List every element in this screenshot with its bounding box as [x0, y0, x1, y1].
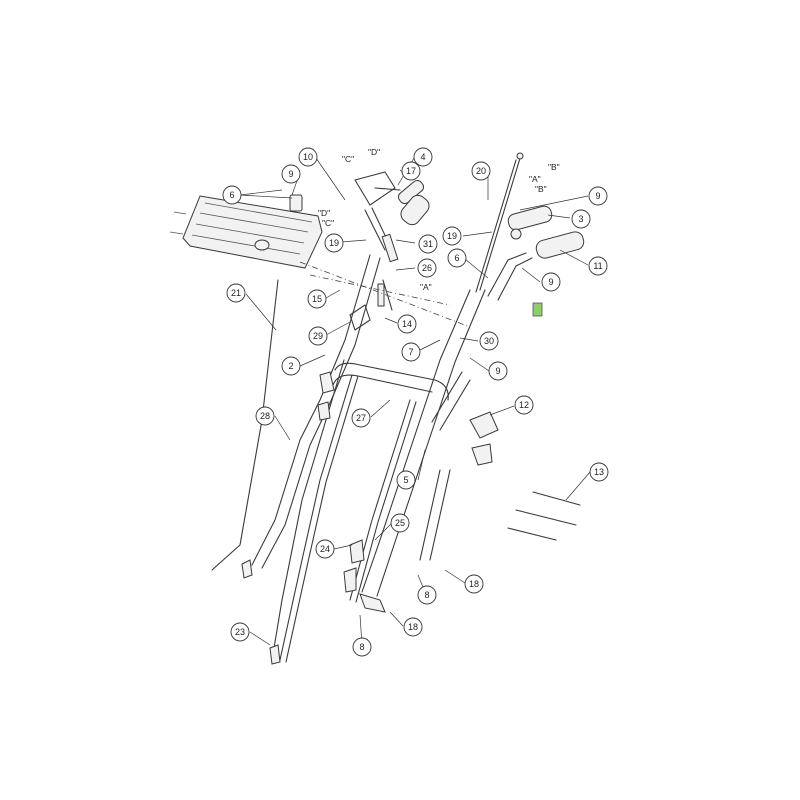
callout-18: 18 — [403, 617, 423, 637]
callout-21: 21 — [226, 283, 246, 303]
callout-label: 6 — [454, 253, 459, 263]
callout-label: 15 — [312, 294, 322, 304]
callout-label: 24 — [320, 544, 330, 554]
callout-label: 23 — [235, 627, 245, 637]
callout-2: 2 — [281, 356, 301, 376]
callout-label: 26 — [422, 263, 432, 273]
callout-label: 10 — [303, 152, 313, 162]
callout-26: 26 — [417, 258, 437, 278]
callout-label: 19 — [329, 238, 339, 248]
callouts: 10 4 17 9 6 20 9 3 19 19 31 6 11 9 26 21… — [222, 147, 609, 657]
callout-9: 9 — [588, 186, 608, 206]
callout-label: 28 — [260, 411, 270, 421]
callout-29: 29 — [308, 326, 328, 346]
callout-label: 7 — [408, 347, 413, 357]
callout-11: 11 — [588, 256, 608, 276]
callout-18: 18 — [464, 574, 484, 594]
callout-10: 10 — [298, 147, 318, 167]
ref-a-mid: "A" — [420, 282, 432, 292]
callout-label: 6 — [229, 190, 234, 200]
callout-6: 6 — [447, 248, 467, 268]
callout-30: 30 — [479, 331, 499, 351]
brackets — [241, 371, 499, 665]
callout-15: 15 — [307, 289, 327, 309]
callout-label: 17 — [406, 166, 416, 176]
callout-20: 20 — [471, 161, 491, 181]
callout-label: 4 — [420, 152, 425, 162]
callout-4: 4 — [413, 147, 433, 167]
callout-19: 19 — [324, 233, 344, 253]
callout-9: 9 — [541, 272, 561, 292]
callout-label: 19 — [447, 231, 457, 241]
callout-label: 20 — [476, 166, 486, 176]
callout-label: 14 — [402, 319, 412, 329]
callout-label: 8 — [359, 642, 364, 652]
callout-9: 9 — [281, 164, 301, 184]
ref-d-mid: "D" — [318, 208, 330, 218]
callout-28: 28 — [255, 406, 275, 426]
right-grip-assembly — [475, 152, 585, 317]
ref-d-top: "D" — [368, 147, 380, 157]
callout-label: 29 — [313, 331, 323, 341]
callout-label: 31 — [423, 239, 433, 249]
callout-label: 2 — [288, 361, 293, 371]
left-control-assembly — [349, 171, 430, 331]
callout-label: 18 — [408, 622, 418, 632]
callout-label: 9 — [595, 191, 600, 201]
ref-b-top: "B" — [548, 162, 560, 172]
reference-marks: "C" "D" "D" "C" "B" "A" "B" "A" — [318, 147, 560, 292]
callout-19: 19 — [442, 226, 462, 246]
ref-c-mid: "C" — [322, 218, 334, 228]
callout-6: 6 — [222, 185, 242, 205]
callout-label: 11 — [593, 261, 602, 271]
callout-label: 9 — [495, 366, 500, 376]
callout-25: 25 — [390, 513, 410, 533]
callout-8: 8 — [417, 585, 437, 605]
callout-label: 5 — [403, 475, 408, 485]
leader-lines — [239, 157, 591, 646]
ref-b-right: "B" — [535, 184, 547, 194]
ref-a-right: "A" — [529, 174, 541, 184]
callout-13: 13 — [589, 462, 609, 482]
callout-24: 24 — [315, 539, 335, 559]
callout-label: 3 — [578, 214, 583, 224]
callout-14: 14 — [397, 314, 417, 334]
callout-8: 8 — [352, 637, 372, 657]
callout-17: 17 — [401, 161, 421, 181]
handle-frame — [211, 254, 486, 663]
callout-label: 13 — [594, 467, 604, 477]
callout-label: 30 — [484, 336, 494, 346]
callout-label: 25 — [395, 518, 405, 528]
dashboard-panel — [169, 194, 323, 269]
callout-5: 5 — [396, 470, 416, 490]
callout-label: 9 — [548, 277, 553, 287]
highlighted-part — [532, 302, 543, 317]
callout-label: 9 — [288, 169, 293, 179]
callout-3: 3 — [571, 209, 591, 229]
callout-7: 7 — [401, 342, 421, 362]
callout-23: 23 — [230, 622, 250, 642]
callout-12: 12 — [514, 395, 534, 415]
ref-c-top: "C" — [342, 154, 354, 164]
callout-label: 18 — [469, 579, 479, 589]
callout-label: 27 — [356, 413, 366, 423]
callout-label: 12 — [519, 400, 529, 410]
callout-9: 9 — [488, 361, 508, 381]
callout-label: 8 — [424, 590, 429, 600]
callout-31: 31 — [418, 234, 438, 254]
callout-label: 21 — [231, 288, 241, 298]
callout-27: 27 — [351, 408, 371, 428]
rods-13 — [507, 491, 581, 541]
